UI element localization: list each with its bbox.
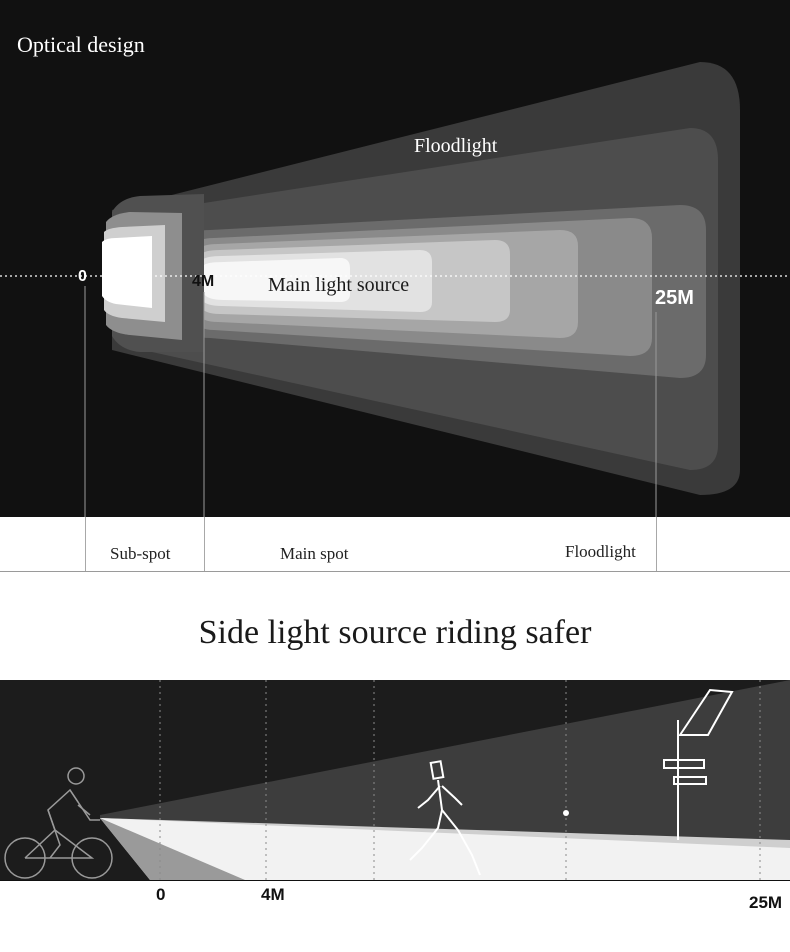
zone-label-sub-spot: Sub-spot [110, 544, 171, 563]
riding-scene-panel [0, 680, 790, 880]
cyclist-icon [4, 767, 113, 879]
pedestrian-icon [409, 760, 481, 876]
section-heading: Side light source riding safer [198, 614, 592, 651]
zone-divider-0 [85, 517, 86, 571]
bottom-axis [0, 880, 790, 881]
distance-label-0: 0 [156, 885, 166, 904]
road-sign-icon [663, 688, 734, 840]
reflector-dot [563, 810, 569, 816]
zone-strip: Sub-spot Main spot Floodlight [0, 517, 790, 572]
side-beam [100, 818, 245, 880]
mark-25m: 25M [655, 287, 694, 309]
riding-scene [4, 680, 790, 880]
zone-label-main-spot: Main spot [280, 544, 349, 563]
sub-spot-core [102, 236, 152, 308]
distance-label-4m: 4M [261, 885, 285, 904]
beam-diagram [0, 62, 790, 517]
zone-label-floodlight: Floodlight [565, 542, 636, 561]
zone-divider-4m [204, 517, 205, 571]
road-beam-main [100, 818, 790, 880]
distance-label-25m: 25M [749, 893, 783, 912]
floodlight-label: Floodlight [414, 135, 498, 157]
mark-4m: 4M [192, 273, 215, 290]
mark-0: 0 [78, 268, 87, 285]
optical-design-title: Optical design [17, 32, 145, 57]
main-beam-core [204, 258, 350, 302]
main-light-source-label: Main light source [268, 274, 410, 296]
optical-design-panel: Optical design Floodlight Main light sou… [0, 0, 790, 517]
zone-divider-25m [656, 517, 657, 571]
